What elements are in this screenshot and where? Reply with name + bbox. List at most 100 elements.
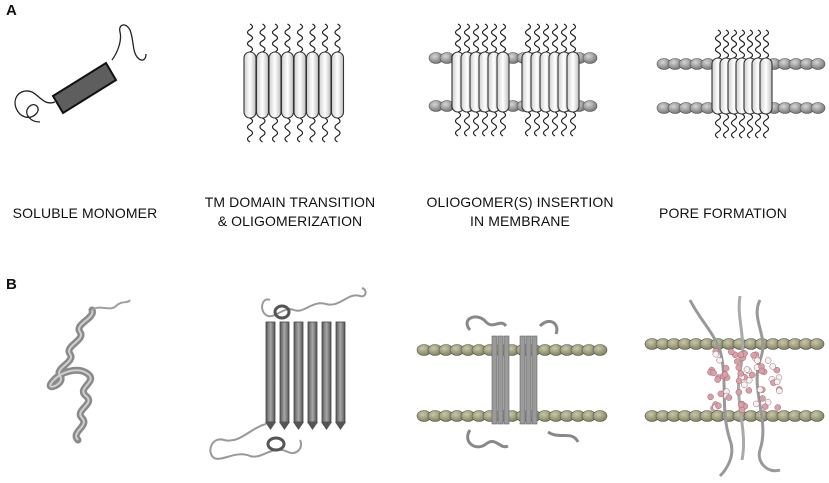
pore-atom: [764, 399, 772, 406]
top-tail: [714, 29, 722, 59]
strand-arrow: [265, 422, 276, 430]
pore-atom: [748, 371, 756, 379]
top-tail: [334, 23, 341, 53]
monomer-tail-left: [14, 90, 56, 123]
bottom-tail: [309, 117, 316, 143]
top-tail: [472, 23, 480, 53]
pore-formation-figure: [656, 29, 826, 139]
caption-line: TM DOMAIN TRANSITION: [204, 194, 376, 210]
bottom-tail: [533, 111, 541, 137]
lipid-head: [582, 52, 598, 64]
upper-leaflet: [644, 338, 825, 350]
top-tail: [481, 23, 489, 53]
pore-atom: [716, 356, 723, 364]
oligomerization-figure: [243, 23, 345, 143]
helix-unit: [243, 23, 257, 143]
beta-strand: [265, 321, 276, 423]
bottom-tail: [569, 111, 577, 137]
tm-helix: [268, 51, 282, 119]
pore-atom: [754, 357, 761, 364]
pore-atom: [710, 369, 717, 377]
tm-helix: [330, 51, 345, 119]
upper-leaflet: [416, 344, 608, 356]
top-tail: [533, 23, 541, 53]
pore-atom: [752, 400, 760, 408]
bottom-loop: [466, 429, 509, 449]
strand-arrow: [321, 422, 332, 430]
tm-helix: [293, 51, 307, 119]
pore-helix: [759, 29, 773, 139]
pore-atom: [733, 358, 741, 365]
tm-helix: [255, 51, 270, 119]
bottom-tail: [490, 111, 498, 137]
pore-atom: [759, 395, 766, 402]
pore-atom: [707, 393, 714, 401]
bottom-tail: [746, 113, 754, 139]
bottom-tail: [454, 111, 462, 137]
caption-line: OLIOGOMER(S) INSERTION: [426, 194, 614, 210]
top-loop: [465, 315, 508, 331]
bottom-tail: [463, 111, 471, 137]
helix-unit: [330, 23, 345, 143]
pore-atom: [735, 364, 743, 371]
pore-atom: [769, 363, 776, 370]
pore-atom: [774, 404, 782, 411]
top-tail: [454, 23, 462, 53]
top-tail: [542, 23, 550, 53]
top-tail: [490, 23, 498, 53]
helix-unit: [268, 23, 282, 143]
lipid-head: [810, 58, 826, 70]
bottom-tail: [296, 117, 304, 143]
lipid-head: [809, 338, 825, 350]
lipid-head: [582, 100, 598, 112]
bottom-tail: [730, 113, 738, 139]
caption-oligomer-insertion: OLIOGOMER(S) INSERTION IN MEMBRANE: [410, 193, 630, 231]
caption-soluble-monomer: SOLUBLE MONOMER: [2, 204, 168, 223]
pore-atom: [717, 390, 725, 398]
top-tail: [271, 23, 279, 53]
top-tail: [259, 23, 266, 53]
lower-loop: [209, 423, 302, 460]
lower-leaflet: [644, 410, 825, 422]
top-tail: [321, 23, 329, 53]
upper-helix-turn: [273, 304, 291, 320]
md-monomer-structure: [46, 299, 131, 444]
caption-tm-domain-transition: TM DOMAIN TRANSITION & OLIGOMERIZATION: [190, 193, 390, 231]
bottom-tail: [334, 117, 341, 143]
bottom-tail: [762, 113, 770, 139]
pore-atom: [773, 366, 781, 374]
monomer-tail-right: [111, 24, 147, 61]
pore-atom: [764, 357, 772, 364]
caption-line: PORE FORMATION: [659, 205, 787, 221]
bottom-tail: [524, 111, 532, 137]
md-beta-sheet-structure: [209, 287, 367, 460]
tm-helix: [318, 51, 332, 119]
top-tail: [309, 23, 316, 53]
top-tail: [738, 29, 746, 59]
bottom-tail: [472, 111, 480, 137]
bottom-tail: [560, 111, 568, 137]
bottom-tail: [542, 111, 550, 137]
bottom-tail: [481, 111, 489, 137]
terminal-loop: [91, 299, 131, 311]
top-tail: [499, 23, 507, 53]
top-tail: [463, 23, 471, 53]
pore-atom: [737, 370, 745, 377]
top-tail: [284, 23, 291, 53]
tm-helix: [280, 51, 295, 119]
panel-b-label: B: [6, 276, 17, 293]
lower-leaflet: [416, 410, 608, 422]
pore-atom: [738, 406, 746, 414]
top-tail: [551, 23, 559, 53]
oligomer-insertion-figure: [428, 23, 598, 137]
pore-atom: [722, 365, 730, 372]
pore-atom: [737, 351, 745, 358]
pore-atom: [728, 348, 735, 356]
helix-ribbon-highlight: [49, 309, 94, 441]
beta-strand: [279, 321, 290, 423]
inserted-helix: [496, 23, 510, 137]
monomer-helix: [51, 61, 118, 115]
beta-strand: [307, 321, 318, 423]
bottom-tail: [714, 113, 722, 139]
